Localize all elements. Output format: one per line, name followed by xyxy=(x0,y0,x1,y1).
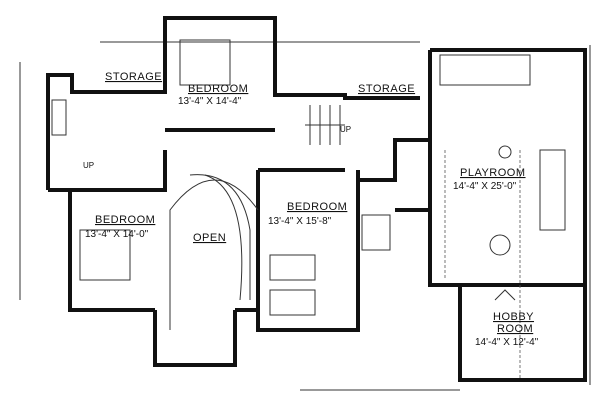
room-label-storage-left: STORAGE xyxy=(105,71,162,83)
room-label-hobby-room: ROOM xyxy=(497,323,533,335)
walls xyxy=(46,16,587,382)
room-dims-bedroom-left: 13'-4" X 14'-0" xyxy=(85,229,149,240)
dimension-lines xyxy=(19,41,591,391)
stair-up-mid: UP xyxy=(340,125,351,134)
room-label-bedroom-left: BEDROOM xyxy=(95,214,155,226)
room-dims-bedroom-mid: 13'-4" X 15'-8" xyxy=(268,216,332,227)
stair-up-left: UP xyxy=(83,161,94,170)
room-label-hobby: HOBBY xyxy=(493,311,534,323)
room-label-bedroom-top: BEDROOM xyxy=(188,83,248,95)
room-label-playroom: PLAYROOM xyxy=(460,167,526,179)
room-dims-playroom: 14'-4" X 25'-0" xyxy=(453,181,517,192)
room-dims-bedroom-top: 13'-4" X 14'-4" xyxy=(178,96,242,107)
room-label-bedroom-mid: BEDROOM xyxy=(287,201,347,213)
room-label-open: OPEN xyxy=(193,232,226,244)
room-label-storage-mid: STORAGE xyxy=(358,83,415,95)
room-dims-hobby: 14'-4" X 12'-4" xyxy=(475,337,539,348)
interior-details xyxy=(51,39,566,380)
